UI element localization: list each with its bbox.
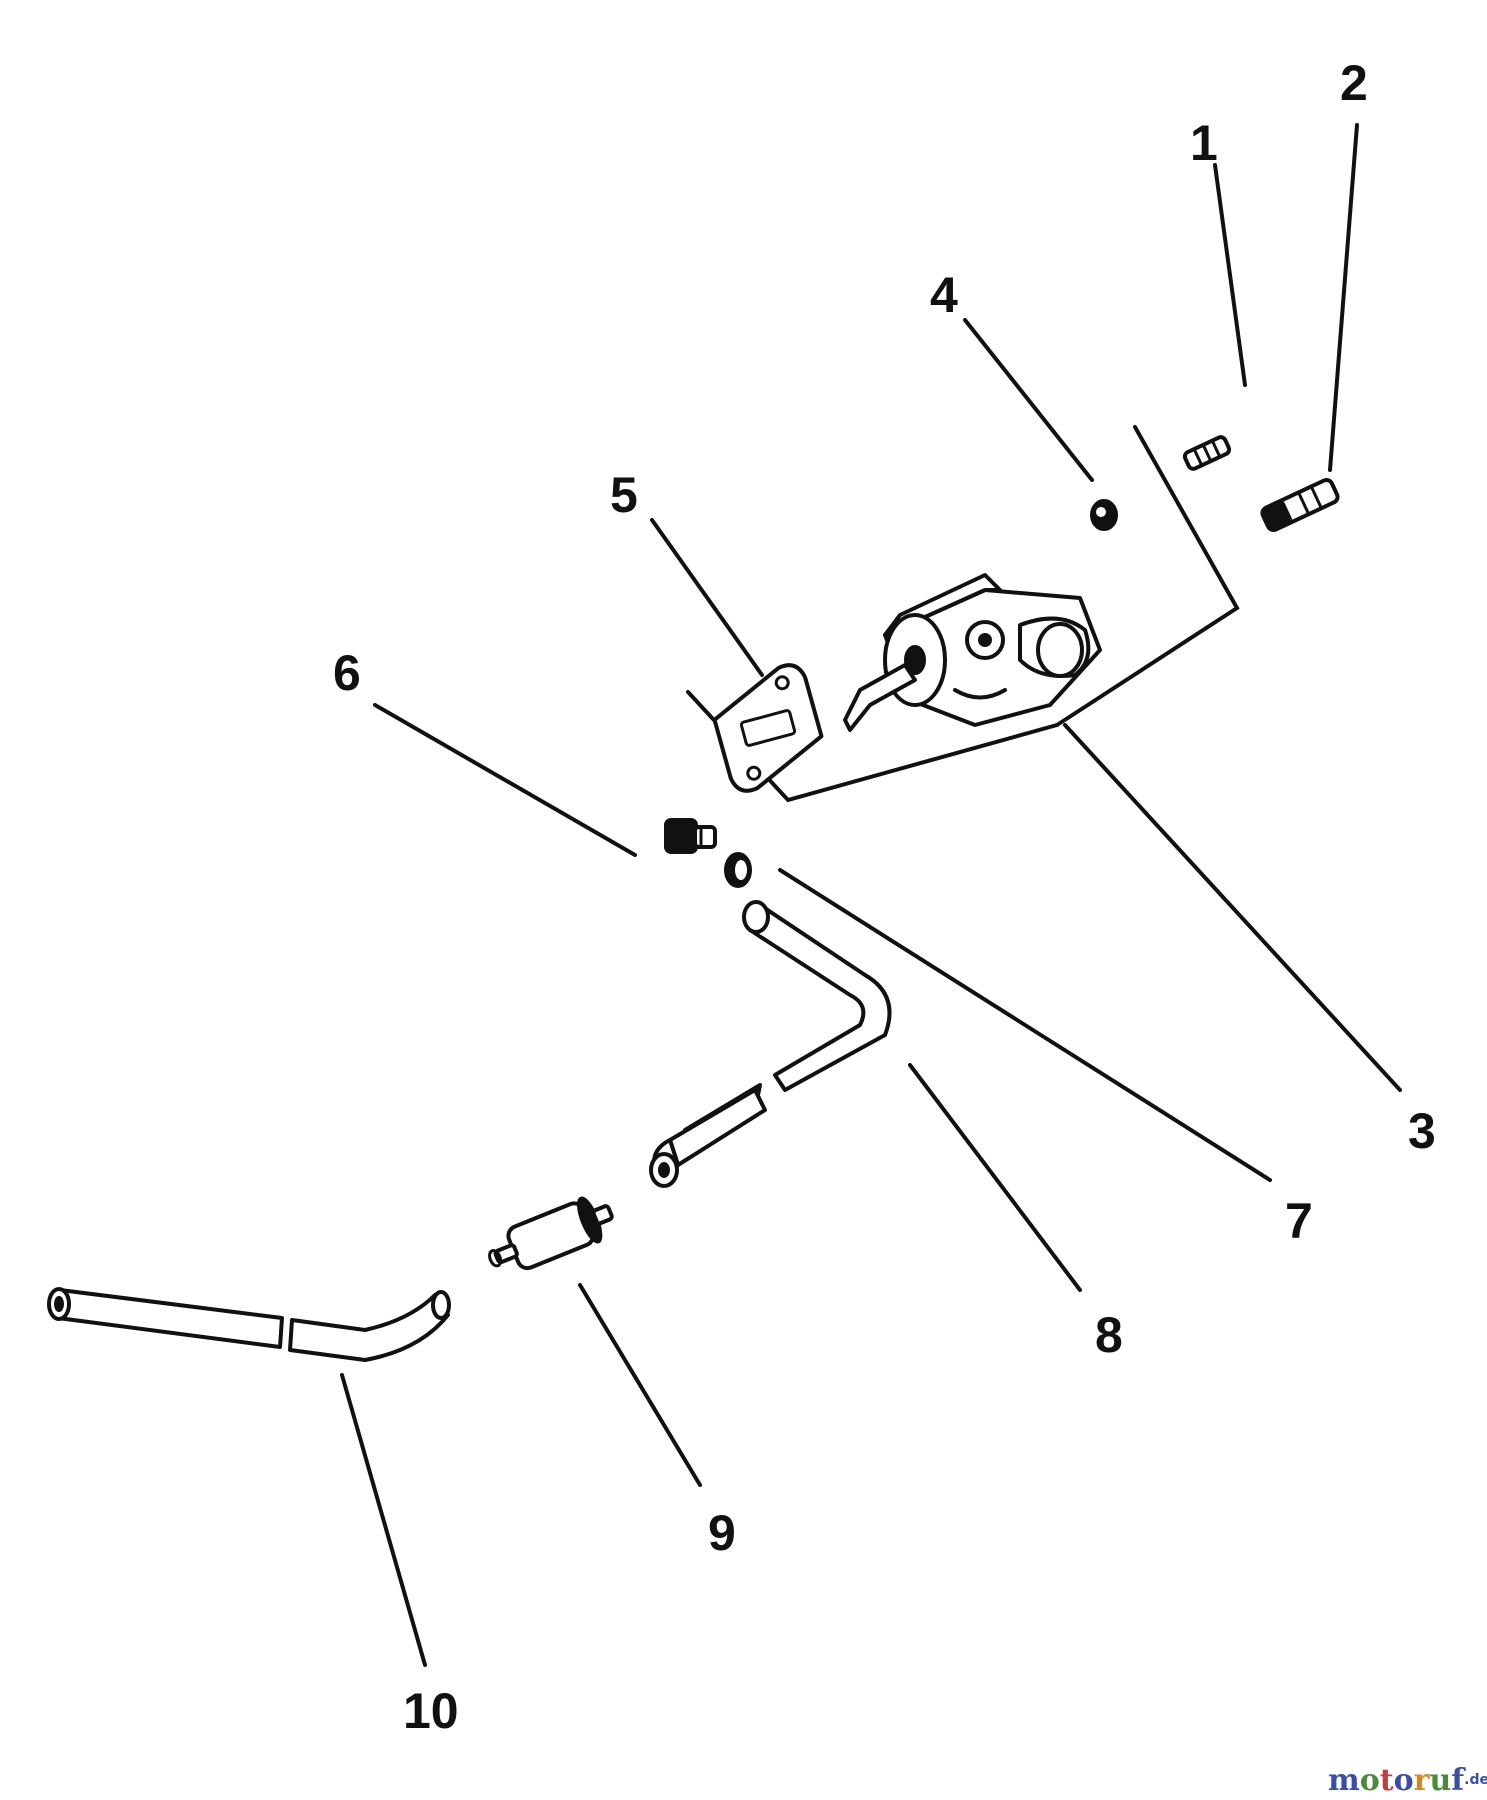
watermark-letter: r (1414, 1763, 1431, 1798)
leader-6 (373, 703, 637, 857)
callout-8: 8 (1095, 1307, 1123, 1363)
part-3-fuel-pump (843, 573, 1102, 732)
watermark-letter: t (1380, 1763, 1394, 1798)
motoruf-watermark: motoruf.de (1328, 1763, 1487, 1798)
callout-2: 2 (1340, 55, 1368, 111)
watermark-letter: o (1394, 1763, 1414, 1798)
callout-1: 1 (1190, 115, 1218, 171)
assembly-bracket (1055, 425, 1240, 727)
part-9-fuel-filter (488, 1196, 614, 1271)
callout-labels: 1 2 3 4 5 6 7 8 9 10 (333, 55, 1436, 1739)
watermark-text: motoruf.de (1328, 1763, 1487, 1798)
part-7-clamp (724, 852, 752, 888)
part-4-plug (1090, 499, 1118, 531)
leader-7 (778, 868, 1272, 1182)
part-5-gasket (712, 663, 824, 793)
callout-10: 10 (403, 1683, 459, 1739)
watermark-letter: u (1429, 1763, 1451, 1798)
watermark-letter: f (1451, 1763, 1466, 1798)
part-10-fuel-hose (47, 1287, 451, 1362)
watermark-letter: m (1328, 1763, 1360, 1798)
leader-1 (1213, 163, 1247, 387)
leader-9 (578, 1283, 702, 1487)
watermark-suffix: .de (1464, 1772, 1487, 1788)
callout-6: 6 (333, 645, 361, 701)
leader-2 (1328, 123, 1359, 472)
callout-5: 5 (610, 467, 638, 523)
leader-8 (908, 1063, 1082, 1292)
part-6-fitting (664, 818, 717, 854)
callout-7: 7 (1285, 1193, 1313, 1249)
leader-lines (340, 123, 1402, 1667)
part-8-fuel-hose (649, 900, 892, 1188)
callout-3: 3 (1408, 1103, 1436, 1159)
watermark-letters: motoruf (1328, 1763, 1466, 1798)
callout-9: 9 (708, 1505, 736, 1561)
leader-5 (650, 518, 764, 677)
watermark-letter: o (1360, 1763, 1380, 1798)
part-2-fitting (1260, 478, 1340, 532)
leader-10 (340, 1373, 427, 1667)
leader-4 (963, 318, 1094, 482)
callout-4: 4 (930, 267, 958, 323)
leader-3 (1063, 723, 1402, 1092)
part-1-fitting (1182, 435, 1232, 471)
